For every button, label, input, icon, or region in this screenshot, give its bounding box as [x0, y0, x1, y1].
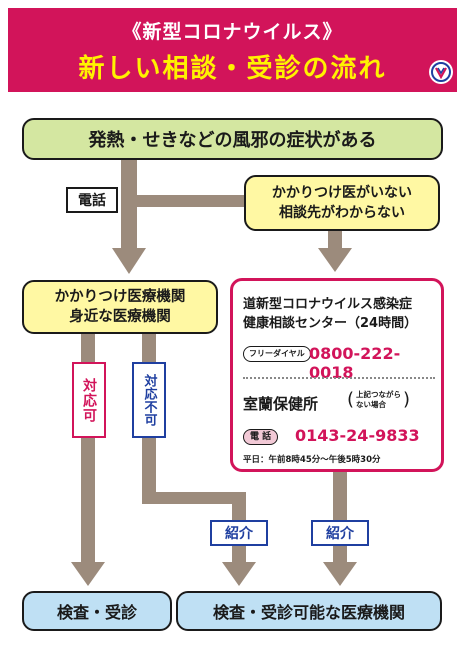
- center-name-line2: 健康相談センター（24時間）: [243, 316, 418, 331]
- free-dial-badge: フリーダイヤル: [243, 346, 311, 362]
- exam-facility-text: 検査・受診可能な医療機関: [212, 603, 405, 622]
- arrow-phone-stem: [121, 160, 137, 260]
- arrow-branch-stem: [129, 195, 245, 207]
- health-office-note-text: 上記つながら ない場合: [356, 390, 401, 410]
- local-clinic-box: かかりつけ医療機関 身近な医療機関: [22, 280, 218, 334]
- arrow-cannot-stem-horizontal: [142, 492, 246, 504]
- header-title: 新しい相談・受診の流れ: [78, 54, 387, 84]
- paren-close-icon: ): [403, 389, 411, 410]
- paren-open-icon: (: [347, 389, 355, 410]
- phone-badge: 電 話: [243, 429, 279, 445]
- center-name: 道新型コロナウイルス感染症 健康相談センター（24時間）: [243, 295, 443, 333]
- arrow-center-to-facility-head: [323, 562, 357, 586]
- header-subtitle: 《新型コロナウイルス》: [122, 21, 343, 43]
- local-clinic-line1: かかりつけ医療機関: [54, 289, 186, 305]
- arrow-center-stem: [328, 231, 342, 253]
- health-office-note: ( 上記つながら ない場合 ): [347, 390, 439, 410]
- health-office-name: 室蘭保健所: [243, 395, 319, 413]
- no-doctor-line1: かかりつけ医がいない: [271, 185, 413, 201]
- arrow-center-to-facility-stem: [333, 472, 347, 566]
- city-emblem-icon: [429, 60, 453, 84]
- exam-text: 検査・受診: [56, 603, 137, 622]
- consultation-center-box: 道新型コロナウイルス感染症 健康相談センター（24時間） フリーダイヤル 080…: [230, 278, 444, 472]
- referral-label-left: 紹介: [210, 520, 268, 546]
- arrow-phone-head: [112, 248, 146, 274]
- arrow-can-head: [71, 562, 105, 586]
- health-office-note-line2: ない場合: [356, 400, 387, 409]
- exam-facility-box: 検査・受診可能な医療機関: [176, 591, 442, 631]
- health-office-note-line1: 上記つながら: [356, 390, 402, 399]
- cannot-handle-label: 対応不可: [132, 362, 166, 438]
- local-clinic-line2: 身近な医療機関: [69, 309, 171, 325]
- no-doctor-line2: 相談先がわからない: [279, 205, 405, 221]
- health-office-phone[interactable]: 0143-24-9833: [295, 426, 420, 445]
- can-handle-label: 対応可: [72, 362, 106, 438]
- arrow-cannot-head: [222, 562, 256, 586]
- symptoms-text: 発熱・せきなどの風邪の症状がある: [88, 130, 377, 151]
- referral-label-right: 紹介: [311, 520, 369, 546]
- symptoms-box: 発熱・せきなどの風邪の症状がある: [22, 118, 443, 160]
- phone-label: 電話: [66, 187, 118, 213]
- header-banner: 《新型コロナウイルス》 新しい相談・受診の流れ: [8, 8, 457, 92]
- center-divider: [243, 377, 435, 379]
- no-doctor-box: かかりつけ医がいない 相談先がわからない: [244, 175, 440, 231]
- center-name-line1: 道新型コロナウイルス感染症: [243, 297, 413, 312]
- arrow-center-head: [318, 248, 352, 272]
- exam-box: 検査・受診: [22, 591, 172, 631]
- office-hours: 平日：午前8時45分〜午後5時30分: [243, 455, 381, 465]
